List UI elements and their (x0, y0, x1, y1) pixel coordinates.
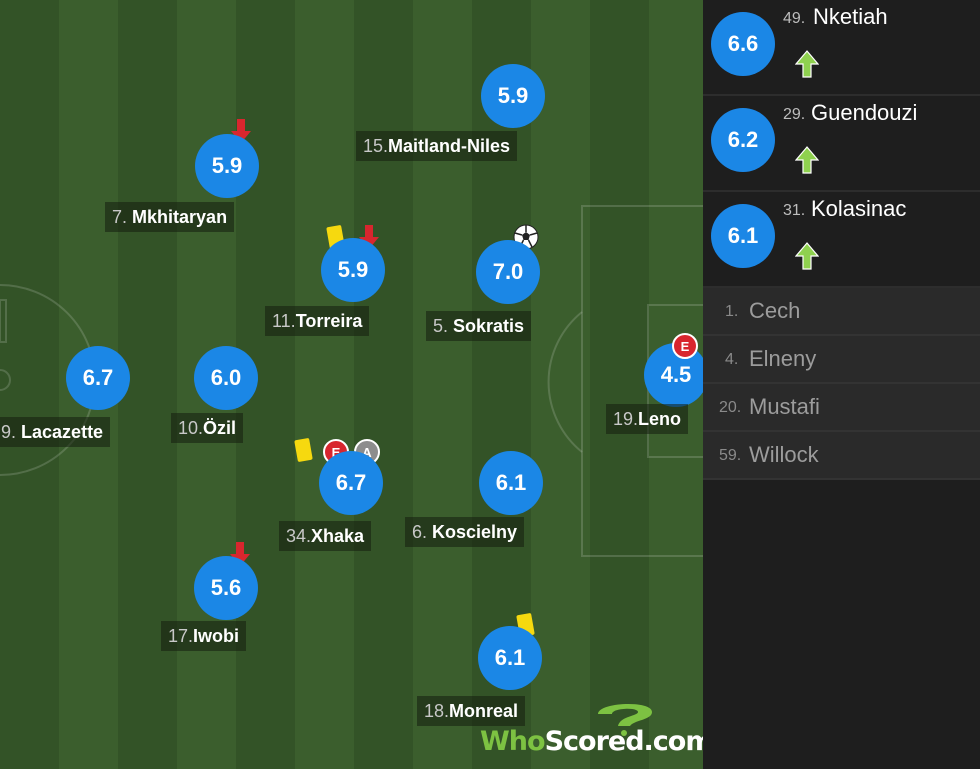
player-label: 15.Maitland-Niles (356, 131, 518, 161)
rating-bubble: 5.6 (194, 556, 258, 620)
reserve-name: Cech (749, 298, 801, 323)
player-label: 9. Lacazette (0, 417, 111, 447)
substitute-name: Nketiah (813, 4, 888, 29)
reserve-number: 4. (725, 351, 739, 368)
player-label: 18.Monreal (417, 696, 526, 726)
player-label: 5. Sokratis (426, 311, 532, 341)
substitute-row[interactable]: 6.6 49. Nketiah (703, 0, 980, 96)
rating-bubble: 6.2 (711, 108, 775, 172)
logo-wordmark: WhoScored.com (480, 726, 703, 757)
player-label: 11.Torreira (265, 306, 370, 336)
bench-panel: 6.6 49. Nketiah 6.2 29. Guendouzi 6.1 31… (703, 0, 980, 769)
substitute-number: 49. (783, 10, 806, 27)
reserve-row[interactable]: 4. Elneny (703, 336, 980, 384)
rating-bubble: 5.9 (481, 64, 545, 128)
rating-bubble: 5.9 (321, 238, 385, 302)
substitute-row[interactable]: 6.2 29. Guendouzi (703, 96, 980, 192)
substitute-number: 31. (783, 202, 806, 219)
pitch: 5.9 7. Mkhitaryan 5.9 15.Maitland-Niles … (0, 0, 703, 769)
rating-bubble: 6.1 (479, 451, 543, 515)
rating-bubble: 6.0 (194, 346, 258, 410)
reserve-row[interactable]: 59. Willock (703, 432, 980, 480)
player-label: 6. Koscielny (405, 517, 525, 547)
reserve-row[interactable]: 1. Cech (703, 288, 980, 336)
reserve-number: 1. (725, 303, 739, 320)
whoscored-logo-mark (598, 703, 652, 736)
rating-bubble: 5.9 (195, 134, 259, 198)
reserve-name: Willock (749, 442, 819, 467)
substitute-number: 29. (783, 106, 806, 123)
player-label: 17.Iwobi (161, 621, 247, 651)
error-badge-icon: E (672, 333, 698, 359)
reserve-number: 20. (719, 399, 742, 416)
whoscored-logo: WhoScored.com (480, 698, 703, 760)
rating-bubble: 7.0 (476, 240, 540, 304)
rating-bubble: 6.1 (478, 626, 542, 690)
rating-bubble: 6.7 (66, 346, 130, 410)
player-label: 10.Özil (171, 413, 244, 443)
substitute-row[interactable]: 6.1 31. Kolasinac (703, 192, 980, 288)
player-label: 7. Mkhitaryan (105, 202, 235, 232)
substitute-name: Kolasinac (811, 196, 907, 221)
reserve-name: Mustafi (749, 394, 820, 419)
player-label: 19.Leno (606, 404, 689, 434)
rating-bubble: 6.7 (319, 451, 383, 515)
sub-in-arrow-icon (795, 146, 819, 174)
sub-in-arrow-icon (795, 50, 819, 78)
reserve-number: 59. (719, 447, 742, 464)
substitute-name: Guendouzi (811, 100, 918, 125)
sub-in-arrow-icon (795, 242, 819, 270)
player-label: 34.Xhaka (279, 521, 372, 551)
rating-bubble: 6.1 (711, 204, 775, 268)
reserve-row[interactable]: 20. Mustafi (703, 384, 980, 432)
reserve-name: Elneny (749, 346, 817, 371)
rating-bubble: 6.6 (711, 12, 775, 76)
